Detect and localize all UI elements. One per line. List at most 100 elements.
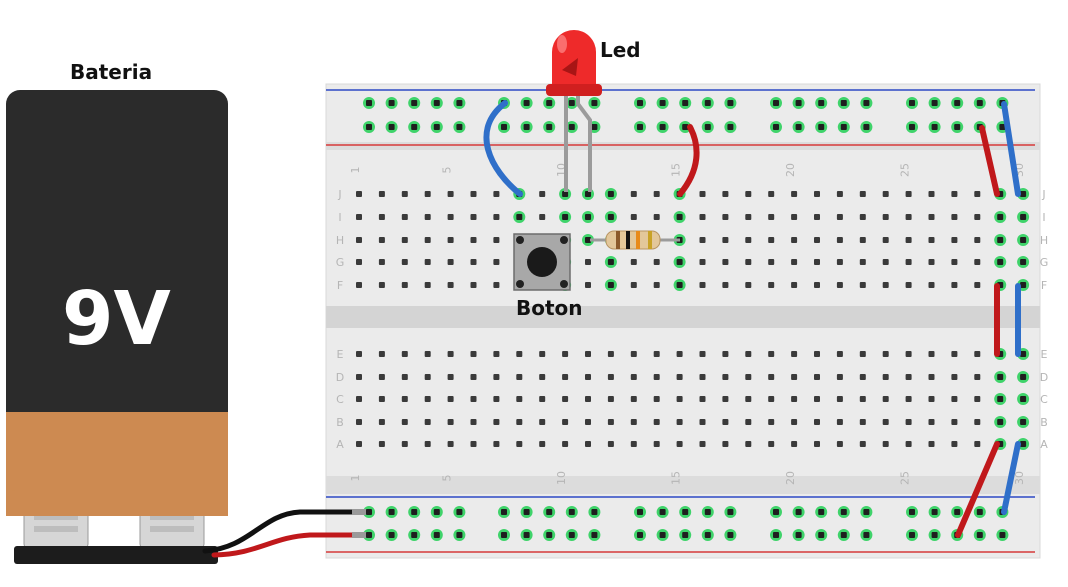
breadboard-hole	[860, 121, 873, 133]
breadboard-hole	[928, 191, 935, 197]
breadboard-hole	[722, 351, 729, 357]
row-letter: I	[1042, 211, 1045, 224]
breadboard-hole	[973, 529, 986, 541]
breadboard-hole	[770, 97, 782, 109]
breadboard-hole	[974, 237, 981, 243]
breadboard-hole	[951, 121, 964, 133]
breadboard-hole	[378, 441, 385, 447]
breadboard-hole	[722, 214, 729, 220]
breadboard-hole	[516, 351, 523, 357]
row-letter: D	[1040, 371, 1048, 384]
breadboard-hole	[792, 506, 805, 518]
breadboard-hole	[859, 441, 866, 447]
breadboard-hole	[356, 214, 362, 220]
button-pin	[560, 280, 568, 288]
button-label: Boton	[516, 296, 583, 320]
breadboard-hole	[430, 529, 443, 541]
breadboard-hole	[385, 97, 398, 109]
breadboard-hole	[905, 191, 912, 197]
battery-lead-red	[211, 532, 365, 558]
breadboard-hole	[493, 214, 500, 220]
breadboard-hole	[814, 396, 820, 402]
breadboard-hole	[493, 441, 500, 447]
breadboard-hole	[470, 351, 477, 357]
resistor-band	[616, 231, 620, 249]
column-number: 20	[784, 163, 797, 177]
breadboard-hole	[722, 441, 729, 447]
breadboard-hole	[928, 351, 935, 357]
breadboard-hole	[791, 282, 798, 288]
breadboard-hole	[656, 529, 669, 541]
breadboard-hole	[745, 374, 752, 380]
breadboard-hole	[745, 237, 752, 243]
breadboard-hole	[585, 374, 591, 380]
breadboard-hole	[673, 211, 686, 223]
breadboard-hole	[634, 121, 646, 133]
breadboard-hole	[906, 529, 918, 541]
breadboard-hole	[859, 351, 866, 357]
breadboard-hole	[814, 419, 820, 425]
breadboard-hole	[882, 396, 889, 402]
breadboard-hole	[951, 374, 958, 380]
breadboard-hole	[906, 506, 918, 518]
breadboard-hole	[453, 97, 466, 109]
led-inner-die	[562, 58, 578, 76]
breadboard-hole	[430, 506, 443, 518]
breadboard-hole	[905, 282, 912, 288]
breadboard-hole	[401, 396, 408, 402]
breadboard-hole	[859, 191, 866, 197]
breadboard-hole	[493, 396, 500, 402]
jumper-wires	[483, 100, 1021, 538]
breadboard-hole	[604, 279, 617, 291]
breadboard-hole	[837, 121, 850, 133]
breadboard-hole	[408, 529, 421, 541]
breadboard-hole	[539, 419, 546, 425]
breadboard-hole	[356, 282, 362, 288]
breadboard-hole	[673, 279, 686, 291]
battery-lead-black	[202, 509, 365, 554]
breadboard-hole	[836, 419, 843, 425]
breadboard-hole	[836, 191, 843, 197]
breadboard-hole	[634, 97, 646, 109]
breadboard-hole	[539, 396, 546, 402]
battery-label: Bateria	[70, 60, 153, 84]
breadboard-hole	[565, 506, 578, 518]
breadboard-hole	[722, 282, 729, 288]
breadboard-hole	[1017, 371, 1030, 383]
breadboard-hole	[470, 282, 477, 288]
breadboard-hole	[814, 441, 820, 447]
breadboard-hole	[543, 529, 556, 541]
breadboard-hole	[520, 121, 533, 133]
breadboard-hole	[582, 234, 594, 246]
breadboard-hole	[516, 419, 523, 425]
breadboard-hole	[882, 237, 889, 243]
breadboard-hole	[656, 97, 669, 109]
row-letter: H	[336, 234, 344, 247]
breadboard-hole	[630, 214, 637, 220]
breadboard-hole	[470, 396, 477, 402]
breadboard-hole	[791, 237, 798, 243]
column-number: 15	[670, 163, 683, 177]
breadboard-hole	[447, 351, 454, 357]
breadboard-hole	[836, 374, 843, 380]
led-highlight	[557, 35, 567, 53]
battery-leads	[202, 509, 366, 558]
breadboard-hole	[836, 214, 843, 220]
breadboard-hole	[676, 374, 683, 380]
breadboard-hole	[951, 97, 964, 109]
breadboard-hole	[699, 441, 706, 447]
breadboard-hole	[905, 214, 912, 220]
breadboard-hole	[676, 351, 683, 357]
breadboard-hole	[815, 506, 828, 518]
battery	[6, 90, 228, 564]
row-letter: A	[336, 438, 344, 451]
breadboard-hole	[585, 259, 591, 265]
battery-terminal-ridge	[150, 526, 194, 532]
breadboard-hole	[928, 374, 935, 380]
wire-red-rail-top	[979, 125, 1000, 197]
breadboard-hole	[607, 419, 614, 425]
breadboard-hole	[401, 374, 408, 380]
breadboard-hole	[520, 529, 533, 541]
push-button	[513, 233, 571, 291]
breadboard-hole	[543, 97, 556, 109]
